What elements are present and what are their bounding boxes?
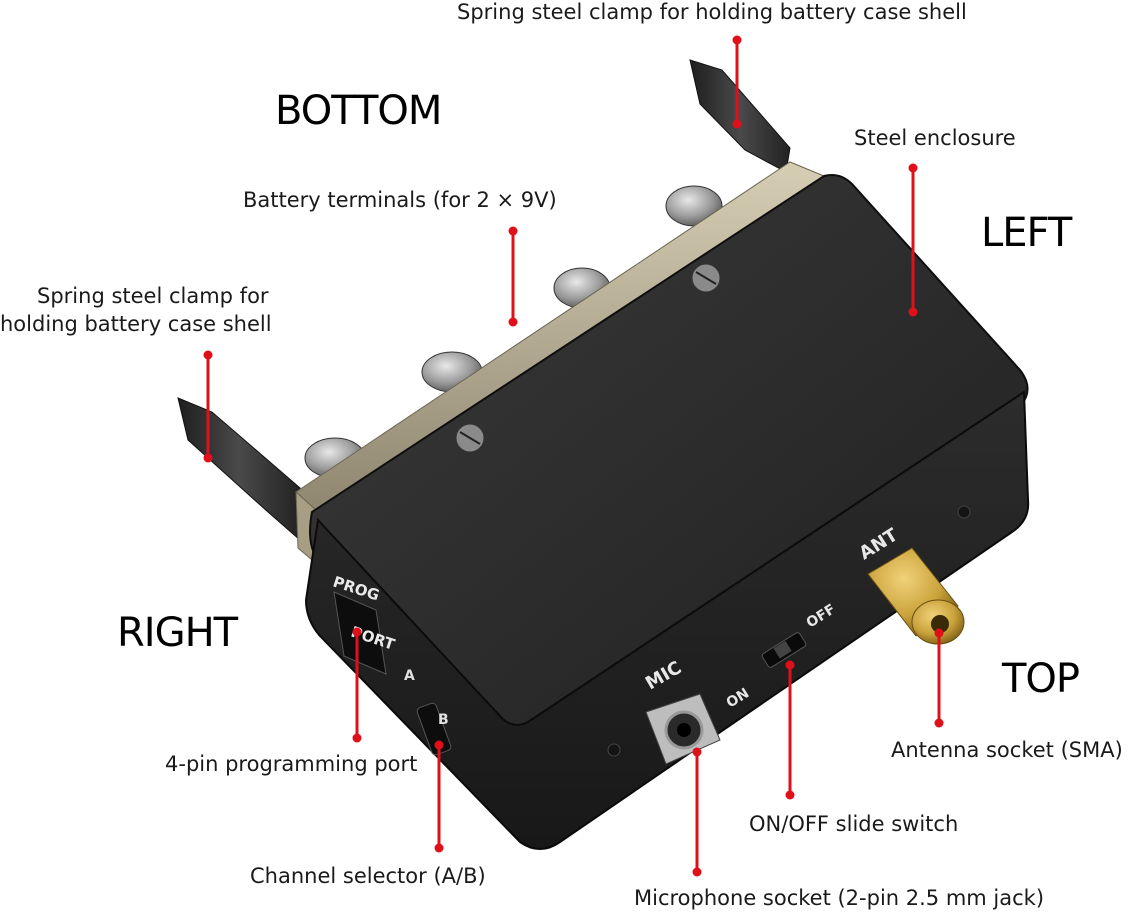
- callout-steel-enclosure: Steel enclosure: [854, 126, 1016, 150]
- channel-selector: A B: [404, 668, 452, 756]
- microphone-socket: MIC: [642, 657, 721, 765]
- leader-antenna-socket: [934, 628, 944, 728]
- leader-battery-terminals: [508, 226, 518, 327]
- leader-channel-selector: [434, 740, 444, 853]
- leader-microphone-socket: [692, 747, 702, 877]
- side-label-right: RIGHT: [117, 610, 238, 656]
- leader-steel-enclosure: [908, 163, 918, 317]
- leader-lines: [203, 35, 944, 877]
- device-illustration: PROG PORT A B MIC ON OFF ANT: [177, 59, 1030, 850]
- channel-b-marking: B: [438, 712, 449, 728]
- spring-clamp-left: [177, 397, 301, 542]
- callout-battery-terminals: Battery terminals (for 2 × 9V): [243, 188, 557, 212]
- side-label-left: LEFT: [981, 210, 1072, 256]
- channel-a-marking: A: [404, 668, 415, 684]
- callout-programming-port: 4-pin programming port: [165, 752, 418, 776]
- callout-on-off-switch: ON/OFF slide switch: [749, 812, 959, 836]
- callout-spring-clamp-left-line2: holding battery case shell: [0, 312, 272, 336]
- leader-clamp-left: [203, 350, 213, 463]
- callout-spring-clamp-left-line1: Spring steel clamp for: [37, 284, 269, 308]
- callout-channel-selector: Channel selector (A/B): [250, 864, 486, 888]
- leader-programming-port: [352, 627, 362, 743]
- leader-on-off-switch: [785, 660, 795, 800]
- screw-2: [455, 423, 485, 453]
- spring-clamp-top: [689, 59, 791, 173]
- case-hole: [957, 505, 971, 519]
- screw-1: [691, 263, 721, 293]
- callout-microphone-socket: Microphone socket (2-pin 2.5 mm jack): [634, 886, 1045, 910]
- side-label-bottom: BOTTOM: [275, 88, 442, 134]
- leader-clamp-top: [732, 35, 742, 129]
- side-label-top: TOP: [1002, 656, 1080, 702]
- battery-terminals: [304, 185, 723, 479]
- case-hole-2: [607, 743, 621, 757]
- callout-antenna-socket: Antenna socket (SMA): [891, 738, 1123, 762]
- enclosure-front-face: [304, 390, 1030, 850]
- callout-spring-clamp-top: Spring steel clamp for holding battery c…: [457, 0, 967, 24]
